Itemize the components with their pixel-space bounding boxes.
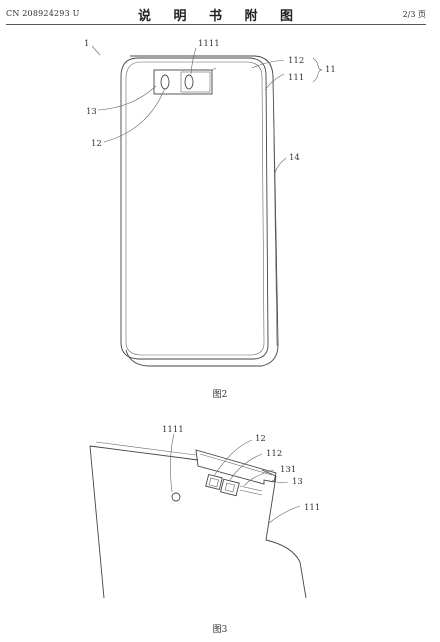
label3-112: 112	[266, 449, 282, 459]
leader3-131	[243, 469, 275, 487]
leader-14	[274, 157, 287, 174]
leader-1111	[190, 47, 197, 75]
leader-112	[251, 59, 285, 69]
leader-111	[264, 73, 285, 91]
figure-3-caption: 图3	[212, 625, 228, 635]
header-rule	[6, 24, 426, 25]
label3-12: 12	[255, 434, 266, 444]
label-13: 13	[86, 107, 97, 117]
leader3-1111	[170, 433, 175, 493]
camera-module	[153, 67, 217, 95]
phone-corner-closeup	[89, 441, 307, 599]
figure-2-drawing: 1 1111 112 11 111 13 12 14	[84, 39, 336, 367]
document-number: CN 208924293 U	[6, 9, 80, 18]
label3-111: 111	[304, 503, 320, 513]
label3-131: 131	[280, 465, 296, 475]
page-header: CN 208924293 U 说 明 书 附 图 2/3 页	[0, 0, 440, 26]
leader-12	[103, 87, 166, 143]
label-1: 1	[84, 39, 89, 49]
label-111: 111	[288, 73, 304, 83]
label-1111: 1111	[198, 39, 220, 49]
page-title: 说 明 书 附 图	[137, 9, 303, 24]
label-112: 112	[288, 56, 304, 66]
page-number: 2/3 页	[402, 10, 426, 19]
figure-2-caption: 图2	[212, 390, 228, 400]
phone-body	[120, 55, 279, 367]
brace-11	[312, 57, 323, 83]
camera-bar-closeup	[195, 449, 277, 497]
label3-13: 13	[292, 477, 303, 487]
leader3-112	[229, 453, 263, 481]
leader3-111	[267, 505, 301, 525]
figure-3-drawing: 1111 12 112 131 13 111	[89, 425, 320, 599]
label-12: 12	[91, 139, 102, 149]
label-14: 14	[289, 153, 300, 163]
label-11: 11	[325, 65, 336, 75]
leader3-12	[213, 439, 253, 477]
leader-1	[91, 45, 101, 56]
leader-13	[97, 85, 157, 111]
leader3-13	[271, 479, 289, 483]
label3-1111: 1111	[162, 425, 184, 435]
